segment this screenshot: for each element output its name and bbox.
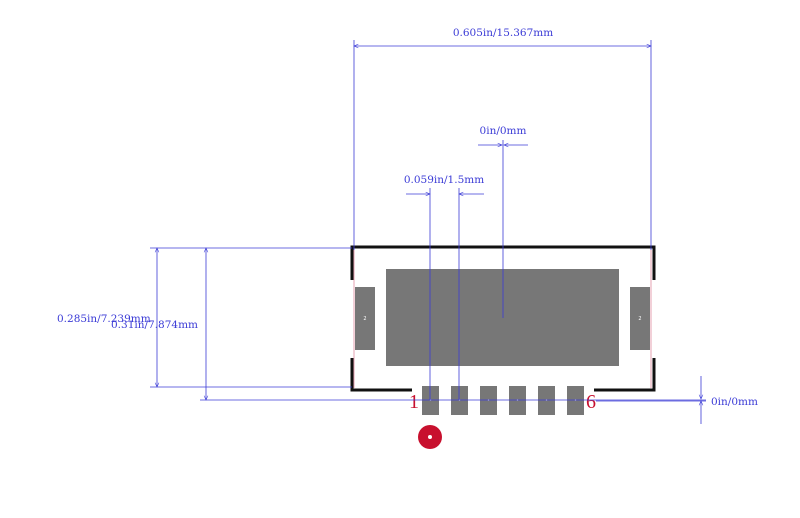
center-pad (386, 269, 619, 366)
side-pad-right-tag: 2 (638, 316, 641, 322)
side-pad-right: 2 (630, 287, 650, 350)
dim-pad-offset-label: 0in/0mm (711, 396, 758, 408)
courtyard-outline (353, 250, 652, 388)
pin-label-last: 6 (586, 391, 596, 413)
dim-pin-offset (478, 140, 528, 318)
dim-pitch-label: 0.059in/1.5mm (404, 174, 484, 186)
dim-pin-offset-label: 0in/0mm (480, 125, 527, 137)
dim-pitch (406, 188, 484, 400)
pin-row (422, 386, 584, 415)
dim-height-total-label: 0.31in/7.874mm (111, 319, 198, 331)
dim-height-body (150, 248, 352, 387)
side-pad-left-tag: 2 (363, 316, 366, 322)
dim-pad-offset (596, 376, 706, 424)
dim-width (354, 40, 651, 250)
side-pad-left: 2 (355, 287, 375, 350)
dim-height-total (200, 248, 706, 400)
dim-width-label: 0.605in/15.367mm (453, 27, 553, 39)
pin-label-first: 1 (409, 391, 419, 413)
dim-height-body-label: 0.285in/7.239mm (57, 313, 151, 325)
pin1-marker (418, 425, 442, 449)
